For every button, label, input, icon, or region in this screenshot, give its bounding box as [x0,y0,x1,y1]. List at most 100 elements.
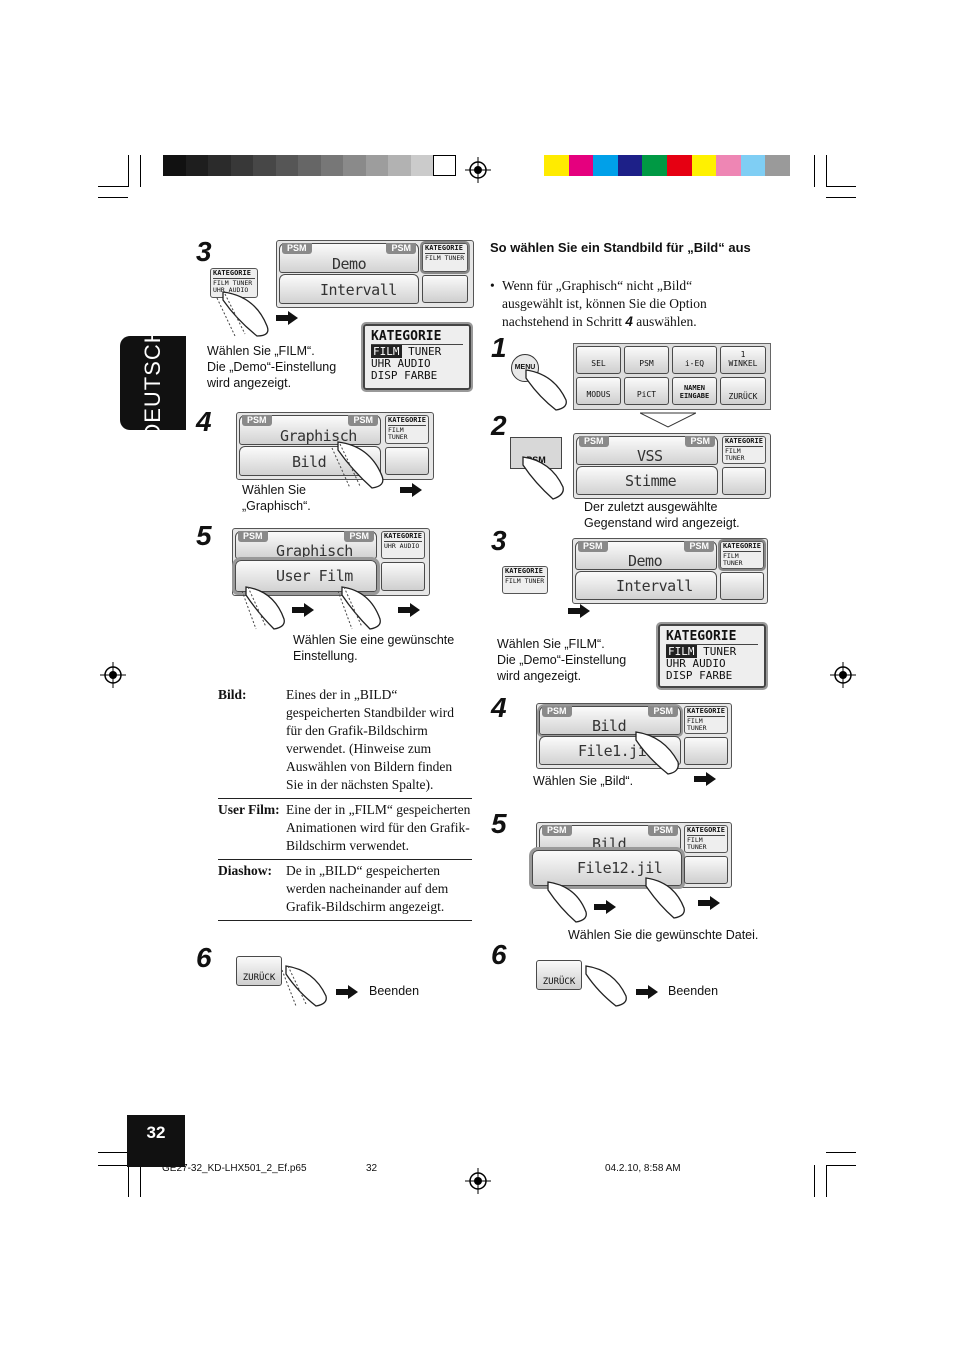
step-number: 1 [491,332,507,363]
color-swatch [617,155,643,176]
arrow-right-icon [400,483,422,497]
zurueck-button[interactable] [422,275,468,303]
footer-date: 04.2.10, 8:58 AM [605,1163,681,1174]
step-caption: Beenden [668,984,719,998]
finger-press-icon [547,881,587,923]
gray-swatch [410,155,433,176]
page-number-box: 32 [127,1115,185,1167]
arrow-right-icon [398,603,420,617]
arrow-right-icon [636,985,658,999]
color-swatch [765,155,790,176]
section-heading: So wählen Sie ein Standbild für „Bild“ a… [490,240,751,255]
color-swatch [642,155,667,176]
namen-eingabe-button[interactable]: NAMEN EINGABE [672,377,717,405]
step-caption: Wählen Sie „FILM“.Die „Demo“-Einstellung… [207,344,337,390]
step-caption: Wählen Sie die gewünschte Datei. [568,928,759,942]
language-side-tab: DEUTSCH [120,326,186,440]
ieq-button[interactable]: i-EQ [672,346,717,374]
zurueck-button[interactable] [684,856,728,884]
step-number: 4 [491,692,507,723]
registration-target-icon [465,1168,491,1194]
intervall-button[interactable]: Intervall [575,571,717,600]
gray-swatch [253,155,276,176]
finger-press-icon [522,456,564,500]
gray-swatch [275,155,298,176]
user-film-button[interactable]: User Film [232,557,380,595]
zurueck-button[interactable] [385,447,429,475]
table-row: Bild:Eines der in „BILD“ gespeicherten S… [218,684,472,799]
arrow-down-right-icon [640,412,696,428]
gray-swatch [365,155,388,176]
arrow-right-icon [336,985,358,999]
arrow-right-icon [276,311,298,325]
registration-target-icon [100,662,126,688]
kategorie-popup: KATEGORIE FILM TUNER UHR AUDIO DISP FARB… [361,322,473,392]
zurueck-button[interactable] [381,562,425,591]
language-label: DEUTSCH [140,326,165,440]
zurueck-button[interactable] [684,737,728,765]
zurueck-button[interactable]: ZURÜCK [720,377,766,405]
gray-swatch [388,155,411,176]
step-number: 3 [491,525,507,556]
gray-swatch [185,155,208,176]
gray-swatch [433,155,456,176]
gray-swatch [343,155,366,176]
finger-press-icon [337,586,381,630]
zurueck-button[interactable] [722,467,766,495]
step-number: 5 [196,520,212,551]
step-number: 2 [491,410,507,441]
psm-button[interactable]: PSM [624,346,669,374]
finger-press-icon [331,441,384,489]
step-number: 5 [491,808,507,839]
definition-table: Bild:Eines der in „BILD“ gespeicherten S… [218,684,472,921]
finger-press-icon [241,586,285,630]
step-number: 4 [196,406,212,437]
color-swatch [716,155,741,176]
color-swatch [568,155,594,176]
color-swatch [667,155,692,176]
bullet-note: • Wenn für „Graphisch“ nicht „Bild“ ausg… [490,278,707,329]
color-swatch [740,155,766,176]
zurueck-button[interactable]: ZURÜCK [536,960,582,990]
color-swatch [691,155,717,176]
sel-button[interactable]: SEL [576,346,621,374]
pict-button[interactable]: PiCT [624,377,669,405]
step-number: 6 [196,942,212,973]
step-number: 3 [196,236,212,267]
gray-swatch [298,155,321,176]
finger-press-icon [635,731,679,775]
step-caption: Wählen Sie„Graphisch“. [242,483,311,513]
gray-swatch [208,155,231,176]
zurueck-button[interactable] [720,572,764,600]
color-swatch [544,155,569,176]
gray-swatch [163,155,186,176]
arrow-right-icon [568,604,590,618]
color-swatch [593,155,618,176]
finger-press-icon [216,291,269,337]
stimme-button[interactable]: Stimme [576,466,718,495]
kategorie-popup: KATEGORIE FILM TUNER UHR AUDIO DISP FARB… [656,622,768,690]
modus-button[interactable]: MODUS [576,377,621,405]
bottom-setting-button[interactable]: Intervall [279,274,419,304]
step-caption: Beenden [369,984,420,998]
zurueck-button[interactable]: ZURÜCK [236,956,282,986]
